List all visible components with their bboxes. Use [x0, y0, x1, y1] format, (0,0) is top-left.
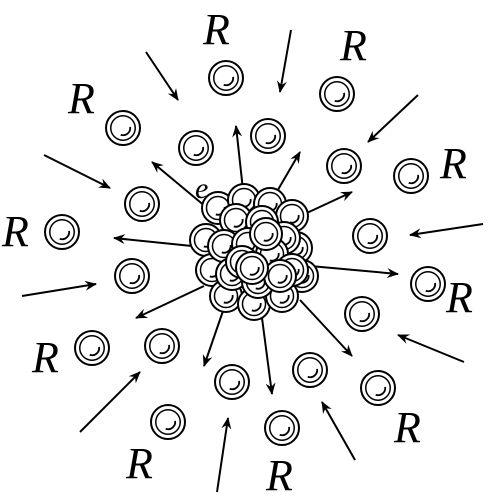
arrow-icon: [79, 371, 141, 433]
label-r: R: [393, 403, 421, 452]
ball-icon: [410, 266, 446, 302]
ball-icon: [44, 214, 80, 250]
ball-icon: [393, 158, 429, 194]
ball-icon: [214, 364, 250, 400]
ball-icon: [264, 410, 300, 446]
arrow-icon: [299, 299, 353, 357]
arrow-icon: [43, 154, 111, 189]
label-e: e: [195, 172, 208, 205]
arrow-icon: [321, 401, 356, 461]
ball-icon: [208, 60, 244, 96]
arrow-icon: [145, 51, 179, 101]
arrow-icon: [21, 280, 97, 297]
arrow-icon: [135, 285, 205, 319]
ball-icon: [326, 148, 362, 184]
ball-icon: [360, 370, 396, 406]
cluster-icon: [189, 183, 319, 321]
arrow-icon: [113, 234, 193, 247]
label-r: R: [445, 273, 473, 322]
outer-particles: [44, 60, 446, 446]
ball-icon: [178, 130, 214, 166]
ball-icon: [124, 186, 160, 222]
ball-icon: [352, 218, 388, 254]
ball-icon: [74, 330, 110, 366]
ball-icon: [249, 217, 283, 251]
arrow-icon: [202, 307, 225, 367]
arrow-icon: [409, 223, 484, 239]
inward-arrows: [21, 29, 484, 493]
label-r: R: [265, 451, 293, 500]
ball-icon: [292, 352, 328, 388]
arrow-icon: [309, 265, 399, 278]
ball-icon: [144, 328, 180, 364]
ball-icon: [250, 118, 286, 154]
ball-icon: [105, 110, 141, 146]
label-r: R: [339, 21, 367, 70]
arrow-icon: [397, 334, 465, 363]
ball-icon: [150, 404, 186, 440]
ball-icon: [344, 296, 380, 332]
arrow-icon: [261, 317, 276, 395]
arrow-icon: [216, 417, 232, 493]
arrow-icon: [367, 94, 419, 143]
label-r: R: [31, 333, 59, 382]
arrow-icon: [232, 125, 244, 191]
label-r: R: [202, 5, 230, 54]
ball-icon: [319, 76, 355, 112]
ball-icon: [235, 251, 269, 285]
label-r: R: [125, 439, 153, 488]
label-r: R: [439, 139, 467, 188]
ball-icon: [263, 259, 297, 293]
r-labels: R R R R R R R R R R e: [1, 5, 473, 500]
arrow-icon: [276, 29, 292, 93]
label-r: R: [1, 207, 29, 256]
label-r: R: [67, 74, 95, 123]
ball-icon: [114, 258, 150, 294]
